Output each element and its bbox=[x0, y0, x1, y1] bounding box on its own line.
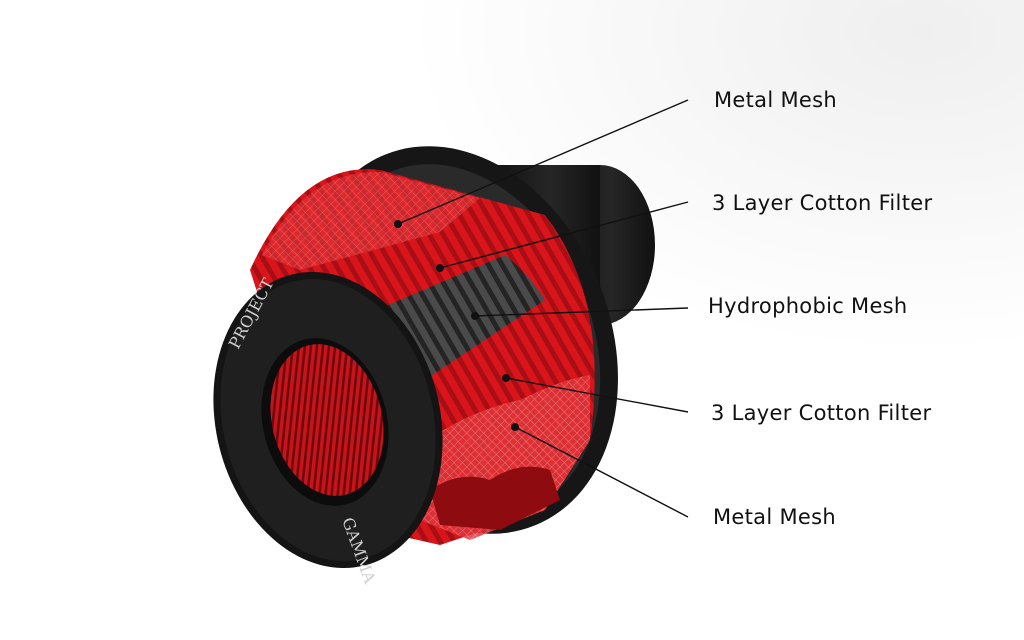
callout-label-metal-mesh-bottom: Metal Mesh bbox=[713, 505, 836, 529]
leader-lines bbox=[397, 99, 689, 518]
callout-label-metal-mesh-top: Metal Mesh bbox=[714, 88, 837, 112]
leader-dot bbox=[502, 374, 510, 382]
inner-pleats bbox=[270, 344, 384, 496]
callout-label-cotton-filter-bottom: 3 Layer Cotton Filter bbox=[711, 401, 932, 425]
leader-line-metal-mesh-bottom bbox=[514, 426, 689, 518]
leader-line-metal-mesh-top bbox=[397, 99, 689, 225]
front-ring: PROJECT GAMMA bbox=[213, 271, 443, 586]
leader-dot bbox=[436, 264, 444, 272]
leader-dot bbox=[471, 312, 479, 320]
leader-line-cotton-bottom bbox=[505, 377, 689, 413]
leader-dots bbox=[394, 220, 519, 431]
leader-dot bbox=[511, 423, 519, 431]
callout-label-hydrophobic-mesh: Hydrophobic Mesh bbox=[708, 294, 908, 318]
leader-line-cotton-top bbox=[439, 201, 689, 269]
inner-wave-layer bbox=[430, 466, 560, 530]
top-mesh-layer bbox=[262, 171, 480, 270]
leader-dot bbox=[394, 220, 402, 228]
callout-label-cotton-filter-top: 3 Layer Cotton Filter bbox=[712, 191, 933, 215]
leader-line-hydrophobic bbox=[474, 307, 689, 317]
